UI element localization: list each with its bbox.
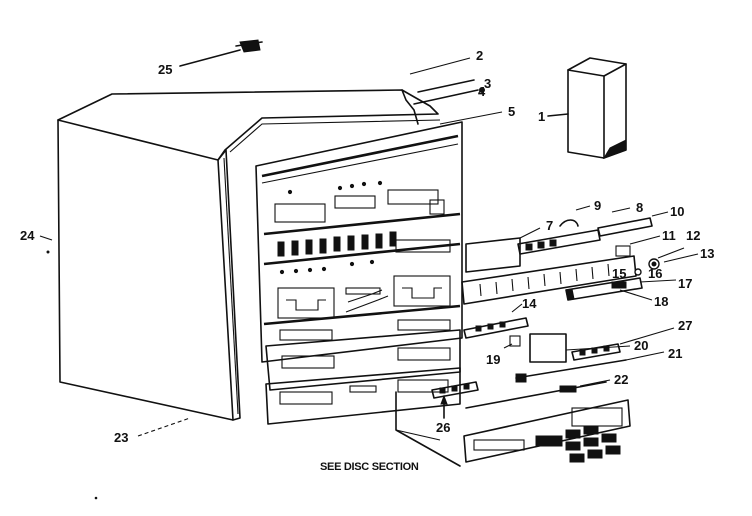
callout-3: 3 [484,76,491,91]
part-19-button [509,335,521,347]
callout-16: 16 [648,266,662,281]
part-10-strip [597,217,653,237]
part-26-strip [431,381,479,399]
callout-23: 23 [114,430,128,445]
cabinet-front-edge [217,149,241,421]
front-top-strip-edge [261,143,459,184]
disc-panel [463,399,631,463]
callout-24: 24 [20,228,35,243]
part-18-block [611,281,627,289]
cassette-deck-right [393,275,451,307]
lower-panel-2 [265,367,461,425]
part-12-tab [615,245,631,257]
part-25-clip [179,39,263,67]
cassette-right-window [402,287,442,299]
part-20-plate [529,333,567,363]
part-21-rod [515,359,627,379]
cassette-deck-left [277,287,335,319]
part-1-battery-box [547,57,627,159]
cabinet-back-corner [401,89,419,125]
callout-21: 21 [668,346,682,361]
indicator-dots-row1 [287,180,383,195]
callout-labels: 2 3 4 5 1 7 8 9 10 11 12 13 14 15 16 17 … [20,48,714,445]
part-16-knob [634,268,642,276]
part-26-keys [439,383,470,394]
callout-5: 5 [508,104,515,119]
lower-panel-1-window-left [281,355,335,369]
callout-12: 12 [686,228,700,243]
part-9-clip [559,219,579,227]
leader-lines [39,57,699,467]
callout-1: 1 [538,109,545,124]
lower-panel-2-window-right [397,379,449,393]
screws [413,79,485,105]
cabinet [57,89,441,421]
callout-10: 10 [670,204,684,219]
callout-14: 14 [522,296,537,311]
front-panel [255,121,463,363]
callout-4: 4 [478,84,486,99]
part-11-bar [461,255,637,305]
indicator-dots-row2 [279,259,375,275]
front-band-3 [263,304,461,326]
display-square [429,199,445,215]
part-22-rod [465,381,607,409]
display-window-mid [334,195,376,209]
part-8-keys [525,239,557,251]
callout-20: 20 [634,338,648,353]
callout-25: 25 [158,62,172,77]
callout-15: 15 [612,266,626,281]
part-7-plate [465,237,521,273]
lower-window-right [397,319,451,331]
callout-9: 9 [594,198,601,213]
part-27-strip [571,343,621,361]
cabinet-top-inner-edge [229,119,441,153]
callout-19: 19 [486,352,500,367]
display-window-right [387,189,439,205]
see-disc-section-caption: SEE DISC SECTION [320,461,419,473]
callout-7: 7 [546,218,553,233]
front-panel-outline [255,121,463,363]
part-11-ticks [479,263,610,297]
callout-13: 13 [700,246,714,261]
callout-18: 18 [654,294,668,309]
callout-17: 17 [678,276,692,291]
display-window-left [274,203,326,223]
lower-panel-2-window-left [279,391,333,405]
cabinet-top-panel [57,89,439,161]
lower-panel-1-window-right [397,347,451,361]
deck-center-controls [345,287,389,313]
lower-panels [265,329,461,425]
small-parts [431,217,660,419]
front-band-1 [263,212,461,236]
lower-panel-2-slot [349,385,377,393]
callout-26: 26 [436,420,450,435]
cabinet-front-edge-inner [223,157,239,415]
part-21-end [515,373,527,383]
callout-27: 27 [678,318,692,333]
part-14-strip [463,317,529,339]
disc-panel-keys [535,425,621,463]
callout-11: 11 [662,228,676,243]
button-row-1 [277,231,397,257]
callout-2: 2 [476,48,483,63]
cassette-left-window [286,299,326,311]
lower-window-left [279,329,333,341]
cabinet-side-panel [57,119,234,421]
callout-8: 8 [636,200,643,215]
callout-22: 22 [614,372,628,387]
front-band-2 [263,242,461,266]
part-27-keys [579,345,610,356]
part-8-strip [517,229,601,255]
scan-specks [46,250,98,500]
part-22-key [559,385,577,393]
part-14-keys [475,321,506,332]
front-top-strip [261,134,459,178]
